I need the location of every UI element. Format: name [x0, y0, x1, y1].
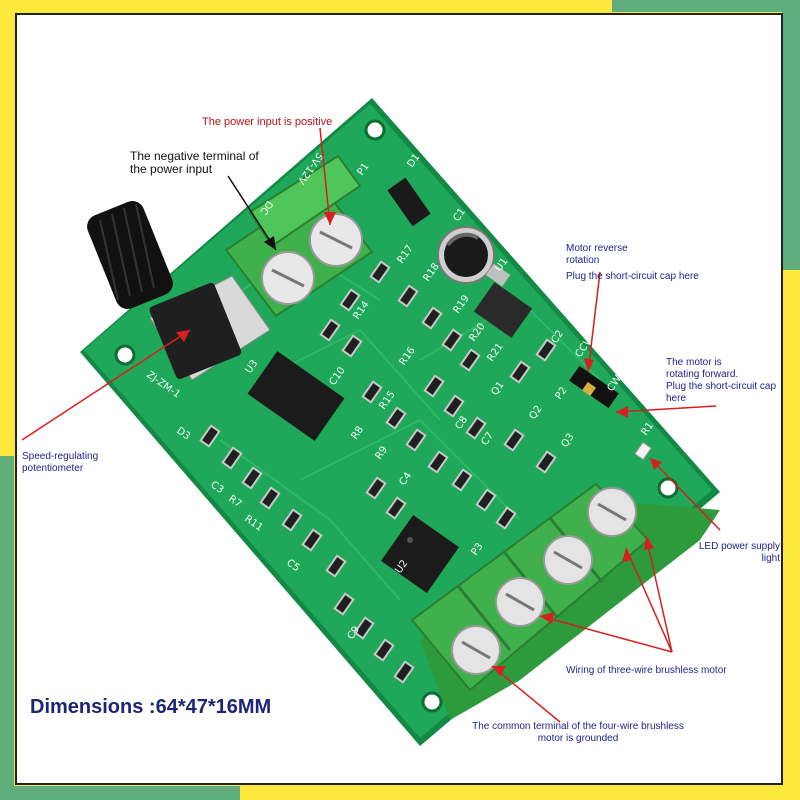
mount-hole	[364, 119, 386, 141]
potentiometer	[87, 201, 271, 381]
smd-part	[535, 450, 557, 474]
mount-hole	[421, 691, 443, 713]
smd-part	[393, 660, 415, 684]
smd-part	[535, 338, 557, 362]
smd-part	[241, 466, 263, 490]
label-four-wire-common: The common terminal of the four-wire bru…	[472, 721, 684, 744]
smd-part	[325, 554, 347, 578]
smd-part	[369, 260, 391, 284]
smd-part	[259, 486, 281, 510]
mount-hole	[114, 344, 136, 366]
diode-d1	[387, 177, 431, 227]
smd-part	[221, 446, 243, 470]
regulator-tab	[485, 263, 511, 287]
label-speed-pot: Speed-regulating potentiometer	[22, 451, 99, 474]
smd-part	[341, 334, 363, 358]
smd-part	[495, 506, 517, 530]
smd-components	[199, 260, 557, 684]
smd-part	[441, 328, 463, 352]
jumper-p2	[569, 365, 619, 409]
label-power-positive: The power input is positive	[202, 116, 333, 128]
smd-part	[465, 416, 487, 440]
ic-u3	[247, 351, 345, 441]
label-motor-forward: The motor is rotating forward. Plug the …	[666, 357, 777, 404]
voltage-regulator-u1	[473, 282, 533, 338]
label-power-negative: The negative terminal of the power input	[130, 149, 259, 176]
frame-green-top	[612, 0, 800, 12]
label-reverse-cap: Plug the short-circuit cap here	[566, 271, 699, 282]
smd-part	[339, 288, 361, 312]
annotation-arrows	[21, 127, 721, 723]
smd-part	[443, 394, 465, 418]
smd-part	[421, 306, 443, 330]
smd-part	[365, 476, 387, 500]
smd-part	[353, 616, 375, 640]
smd-part	[373, 638, 395, 662]
smd-part	[405, 428, 427, 452]
label-motor-reverse: Motor reverse rotation	[566, 243, 628, 266]
smd-part	[319, 318, 341, 342]
smd-part	[451, 468, 473, 492]
smd-part	[475, 488, 497, 512]
label-three-wire: Wiring of three-wire brushless motor	[566, 665, 727, 676]
smd-part	[427, 450, 449, 474]
dc-terminal-block	[224, 154, 374, 318]
arrow-heads	[176, 212, 662, 676]
smd-part	[423, 374, 445, 398]
frame-green-bottom	[0, 786, 240, 800]
smd-part	[509, 360, 531, 384]
smd-part	[503, 428, 525, 452]
smd-part	[385, 496, 407, 520]
smd-part	[385, 406, 407, 430]
dimensions-label: Dimensions :64*47*16MM	[30, 696, 272, 718]
smd-part	[397, 284, 419, 308]
smd-part	[301, 528, 323, 552]
label-led-power: LED power supply light	[698, 541, 780, 564]
motor-terminal-blocks	[410, 482, 720, 720]
power-led	[634, 441, 652, 461]
electrolytic-capacitor	[437, 226, 495, 284]
smd-part	[361, 380, 383, 404]
frame-green-left	[0, 456, 14, 800]
ic-u2	[381, 515, 459, 593]
smd-part	[333, 592, 355, 616]
smd-part	[281, 508, 303, 532]
smd-part	[199, 424, 221, 448]
mount-hole	[657, 477, 679, 499]
smd-part	[459, 348, 481, 372]
frame-green-right	[782, 0, 800, 270]
